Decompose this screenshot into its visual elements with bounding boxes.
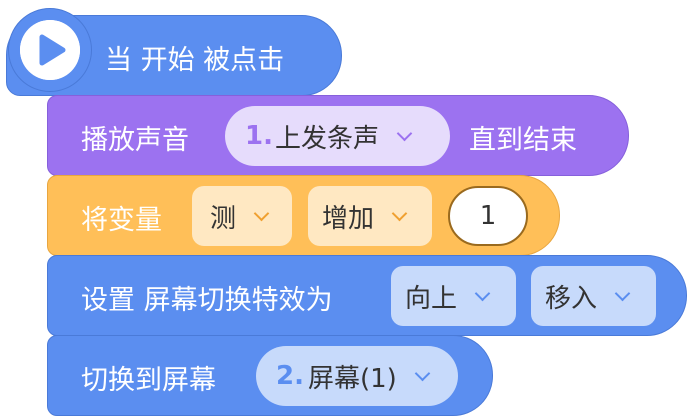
sound-number: 1. — [245, 121, 273, 151]
direction-dropdown[interactable]: 向上 — [391, 266, 516, 326]
variable-dropdown[interactable]: 测 — [192, 186, 292, 246]
chevron-down-icon — [391, 205, 408, 221]
operation-name: 增加 — [322, 203, 375, 234]
chevron-down-icon — [253, 205, 270, 221]
until-done-label: 直到结束 — [469, 125, 577, 156]
variable-name: 测 — [210, 203, 237, 234]
switch-to-screen-block[interactable]: 切换到屏幕 2. 屏幕(1) — [47, 335, 493, 416]
set-screen-transition-block[interactable]: 设置 屏幕切换特效为 向上 移入 — [47, 255, 687, 336]
screen-dropdown[interactable]: 2. 屏幕(1) — [256, 346, 458, 406]
play-sound-until-done-block[interactable]: 播放声音 1. 上发条声 直到结束 — [47, 95, 629, 176]
effect-value: 移入 — [545, 283, 598, 314]
sound-name: 上发条声 — [274, 123, 379, 154]
screen-number: 2. — [276, 361, 304, 391]
chevron-down-icon — [614, 285, 631, 301]
effect-dropdown[interactable]: 移入 — [531, 266, 656, 326]
change-variable-label: 将变量 — [81, 205, 162, 236]
screen-name: 屏幕(1) — [307, 363, 397, 394]
chevron-down-icon — [414, 365, 431, 381]
when-start-clicked-label: 当 开始 被点击 — [105, 45, 285, 76]
direction-value: 向上 — [405, 283, 458, 314]
amount-value: 1 — [479, 201, 497, 231]
chevron-down-icon — [474, 285, 491, 301]
switch-screen-label: 切换到屏幕 — [81, 365, 216, 396]
operation-dropdown[interactable]: 增加 — [308, 186, 432, 246]
sound-dropdown[interactable]: 1. 上发条声 — [225, 106, 450, 166]
play-icon[interactable] — [20, 20, 80, 80]
change-variable-block[interactable]: 将变量 测 增加 1 — [47, 175, 560, 256]
chevron-down-icon — [396, 125, 413, 141]
amount-input[interactable]: 1 — [448, 186, 528, 246]
play-sound-label: 播放声音 — [81, 125, 189, 156]
set-transition-label: 设置 屏幕切换特效为 — [81, 285, 333, 316]
